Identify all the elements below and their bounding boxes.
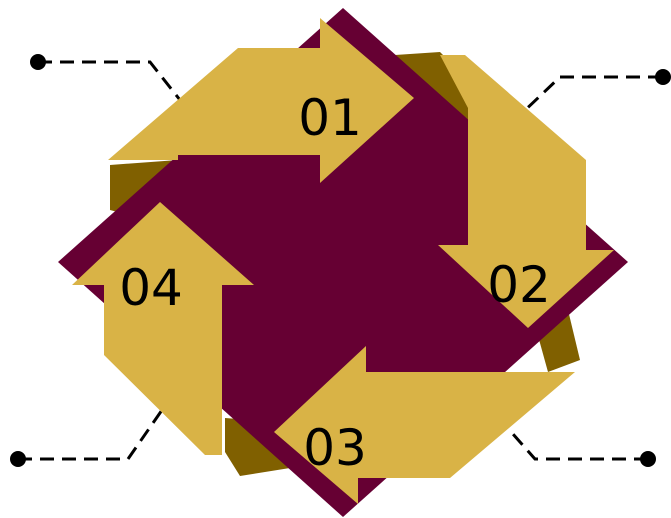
connector-dot-bottom-right	[640, 451, 656, 467]
connector-dot-top-right	[655, 69, 671, 85]
step-label-02: 02	[487, 256, 551, 314]
step-label-04: 04	[119, 259, 183, 317]
connector-dot-bottom-left	[10, 451, 26, 467]
connector-bottom-left	[18, 410, 162, 459]
connector-bottom-right	[505, 425, 648, 459]
step-label-01: 01	[298, 89, 362, 147]
step-label-03: 03	[303, 419, 367, 477]
connector-top-left	[38, 62, 180, 100]
connector-top-right	[520, 77, 662, 115]
connector-dot-top-left	[30, 54, 46, 70]
